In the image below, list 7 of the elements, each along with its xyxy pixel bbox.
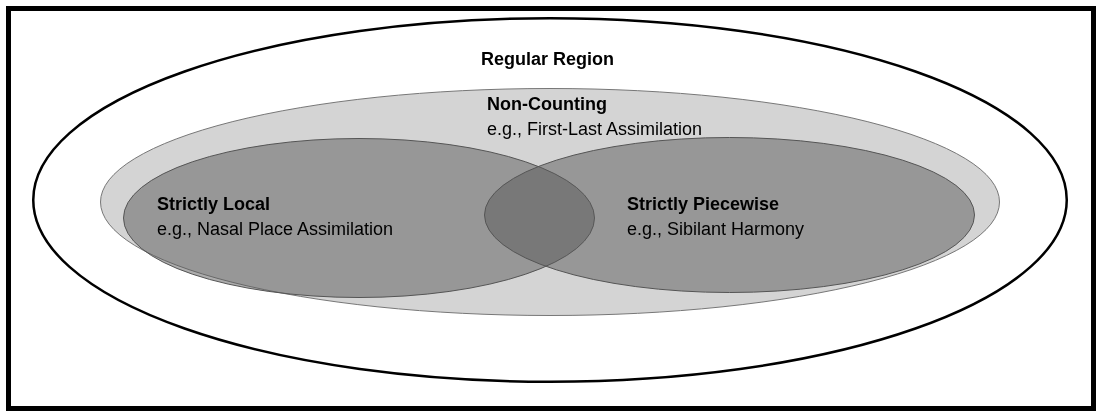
example-text: e.g., First-Last Assimilation — [487, 118, 703, 140]
region-title: Non-Counting — [487, 93, 607, 115]
example-text: e.g., Sibilant Harmony — [627, 218, 805, 240]
region-title: Regular Region — [481, 48, 614, 70]
example-text: e.g., Nasal Place Assimilation — [157, 218, 394, 240]
region-title: Strictly Local — [157, 193, 271, 215]
region-title: Strictly Piecewise — [627, 193, 780, 215]
